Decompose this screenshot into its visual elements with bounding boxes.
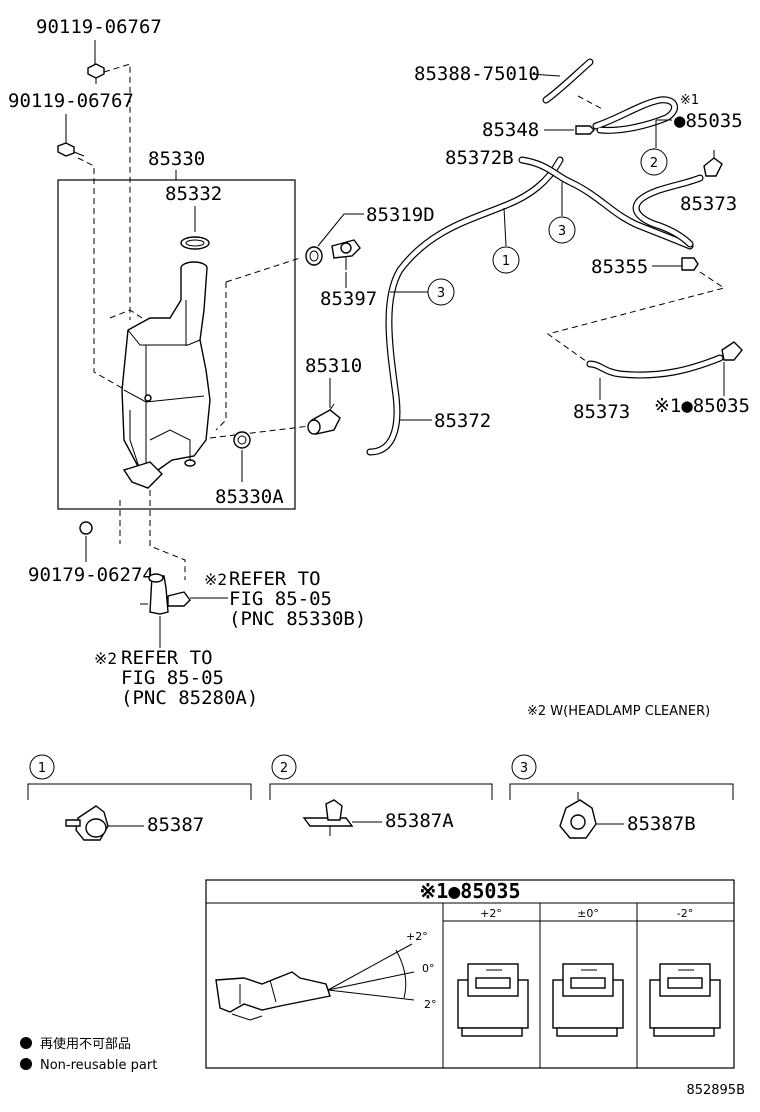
legend-section-2: 2 85387A	[269, 754, 493, 836]
pump-icon-85397	[331, 239, 361, 270]
grommet-icon-85330a	[233, 431, 251, 449]
callout-1: 1	[492, 207, 520, 274]
label-85035-upper: ●85035	[674, 110, 743, 132]
hose-85372	[366, 156, 564, 456]
svg-text:2: 2	[650, 156, 658, 171]
ref2-mark: ※2	[94, 649, 117, 668]
hose-upper	[592, 96, 678, 134]
label-85372b: 85372B	[445, 147, 514, 169]
bolt-icon-top	[87, 63, 105, 84]
label-85373-upper: 85373	[680, 193, 737, 215]
clip-icon-85387a	[302, 799, 354, 836]
hose-85372b	[518, 156, 694, 250]
legend-section-1: 1 85387	[27, 754, 252, 841]
detail-title: ※1●85035	[419, 879, 520, 903]
grommet-icon-90179	[79, 521, 93, 535]
label-90119-top: 90119-06767	[36, 16, 162, 38]
label-90179: 90179-06274	[28, 564, 154, 586]
footnote-headlamp-cleaner: ※2 W(HEADLAMP CLEANER)	[527, 704, 710, 719]
nozzle-head-minus2	[649, 963, 721, 1037]
clip-icon-85387b	[559, 792, 597, 839]
callout-3-upper: 3	[548, 182, 576, 244]
callout-2: 2	[640, 148, 668, 176]
joint-icon-85355	[681, 257, 699, 271]
hose-85373-upper	[632, 174, 704, 248]
label-85330: 85330	[148, 148, 205, 170]
label-85035-lower: ※1●85035	[654, 395, 750, 417]
label-85388: 85388-75010	[414, 63, 540, 85]
label-85372: 85372	[434, 410, 491, 432]
nozzle-head-plus2	[457, 963, 529, 1037]
svg-text:3: 3	[437, 286, 445, 301]
label-85332: 85332	[165, 183, 222, 205]
ref1-line1: REFER TO	[229, 568, 321, 590]
nozzle-icon-upper	[703, 150, 723, 177]
cap-icon	[180, 236, 210, 250]
non-reusable-jp: 再使用不可部品	[40, 1036, 131, 1052]
svg-text:1: 1	[38, 761, 46, 776]
hose-85388	[542, 58, 594, 104]
nozzle-icon-lower	[721, 341, 743, 361]
ref2-line3: (PNC 85280A)	[121, 687, 258, 709]
svg-text:1: 1	[502, 254, 510, 269]
pump-icon-85310	[307, 403, 341, 435]
svg-text:3: 3	[558, 224, 566, 239]
ref1-line3: (PNC 85330B)	[229, 608, 366, 630]
label-85348: 85348	[482, 119, 539, 141]
ref2-line2: FIG 85-05	[121, 667, 224, 689]
svg-text:3: 3	[520, 761, 528, 776]
ref2-line1: REFER TO	[121, 647, 213, 669]
ref1-line2: FIG 85-05	[229, 588, 332, 610]
label-85373-lower: 85373	[573, 401, 630, 423]
legend-section-3: 3 85387B	[509, 754, 734, 839]
detail-col-zero: ±0°	[577, 907, 599, 920]
detail-angle-zero: 0°	[422, 962, 435, 975]
clip-icon-85387	[65, 805, 109, 841]
label-90119-second: 90119-06767	[8, 90, 134, 112]
detail-angle-minus2: 2°	[424, 998, 437, 1011]
nozzle-head-zero	[552, 963, 624, 1037]
label-85355: 85355	[591, 256, 648, 278]
detail-col-plus2: +2°	[480, 907, 502, 920]
detail-angle-plus2: +2°	[406, 930, 428, 943]
legend-part-85387b: 85387B	[627, 813, 696, 835]
mark-85035-upper: ※1	[680, 93, 699, 108]
svg-text:2: 2	[280, 761, 288, 776]
label-85397: 85397	[320, 288, 377, 310]
figure-id: 852895B	[686, 1083, 745, 1098]
legend-part-85387: 85387	[147, 814, 204, 836]
label-85330a: 85330A	[215, 486, 284, 508]
nozzle-angle-detail: ※1●85035 +2° ±0° -2° +2° 0° 2°	[205, 879, 735, 1069]
non-reusable-dot-en	[20, 1058, 32, 1070]
detail-col-minus2: -2°	[677, 907, 693, 920]
label-85310: 85310	[305, 355, 362, 377]
bolt-icon-second	[57, 142, 85, 157]
callout-3-lower: 3	[390, 278, 455, 306]
tank-assembly-frame	[57, 179, 296, 510]
ref1-mark: ※2	[204, 570, 227, 589]
non-reusable-en: Non-reusable part	[40, 1058, 157, 1073]
washer-motor-icon	[140, 573, 191, 615]
legend-part-85387a: 85387A	[385, 810, 454, 832]
label-85319d: 85319D	[366, 204, 435, 226]
nozzle-side-icon	[215, 971, 331, 1021]
washer-tank-icon	[121, 261, 211, 489]
hose-85373-lower	[586, 354, 724, 379]
joint-icon-85348	[575, 125, 595, 135]
non-reusable-dot-jp	[20, 1037, 32, 1049]
grommet-icon-85319d	[305, 246, 323, 266]
